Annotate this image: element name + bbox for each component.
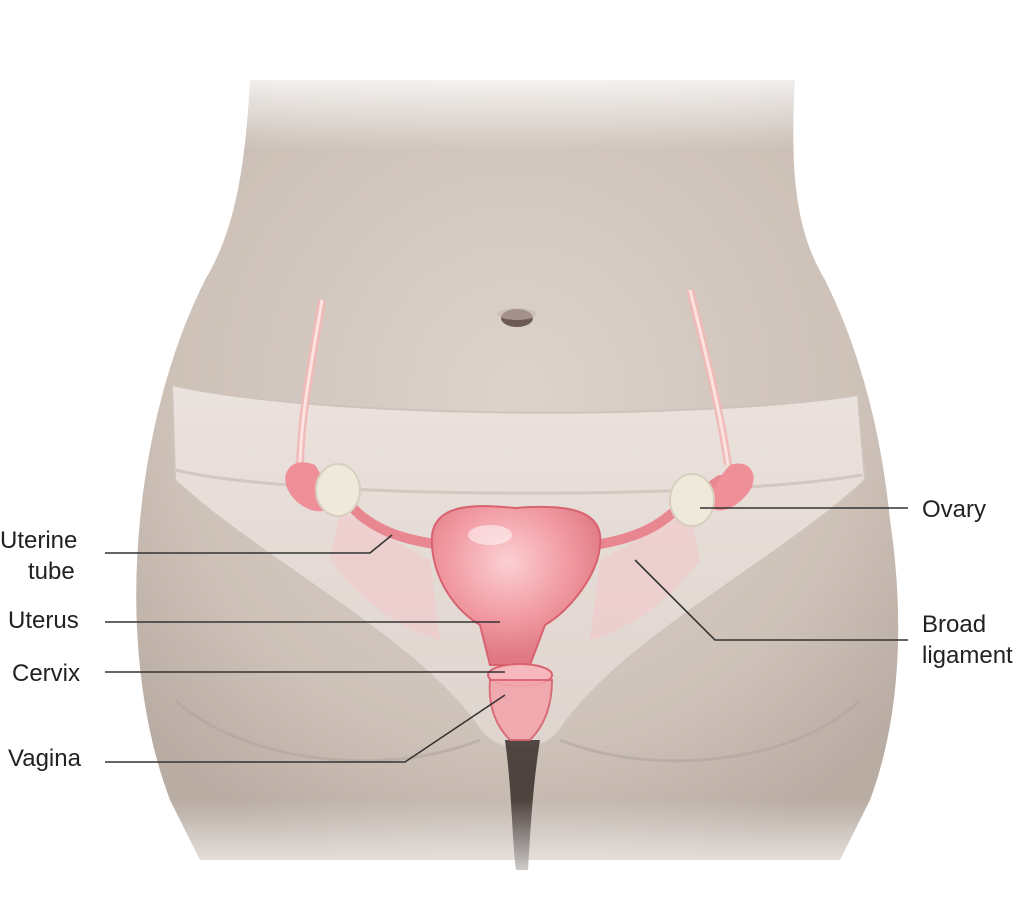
uterus-shape	[430, 505, 602, 666]
vagina-shape	[488, 679, 554, 741]
label-ovary: Ovary	[922, 496, 987, 523]
leader-broad-ligament	[634, 559, 908, 641]
label-uterine-tube-line2: tube	[28, 558, 75, 585]
label-uterus: Uterus	[8, 607, 79, 634]
ovary-right	[669, 473, 715, 527]
label-broad-ligament-line2: ligament	[922, 642, 1013, 669]
leader-vagina	[105, 694, 506, 763]
label-broad-ligament-line1: Broad	[922, 611, 987, 638]
label-uterine-tube-line1: Uterine	[0, 527, 78, 554]
label-uterine-tube: Uterine tube	[0, 525, 77, 587]
label-vagina: Vagina	[8, 745, 81, 772]
broad-ligament-right	[590, 510, 700, 640]
ovary-left	[315, 463, 361, 517]
label-cervix: Cervix	[12, 660, 81, 687]
leader-uterine-tube	[105, 534, 393, 554]
label-broad-ligament: Broad ligament	[922, 609, 1013, 671]
broad-ligament-left	[330, 510, 440, 640]
